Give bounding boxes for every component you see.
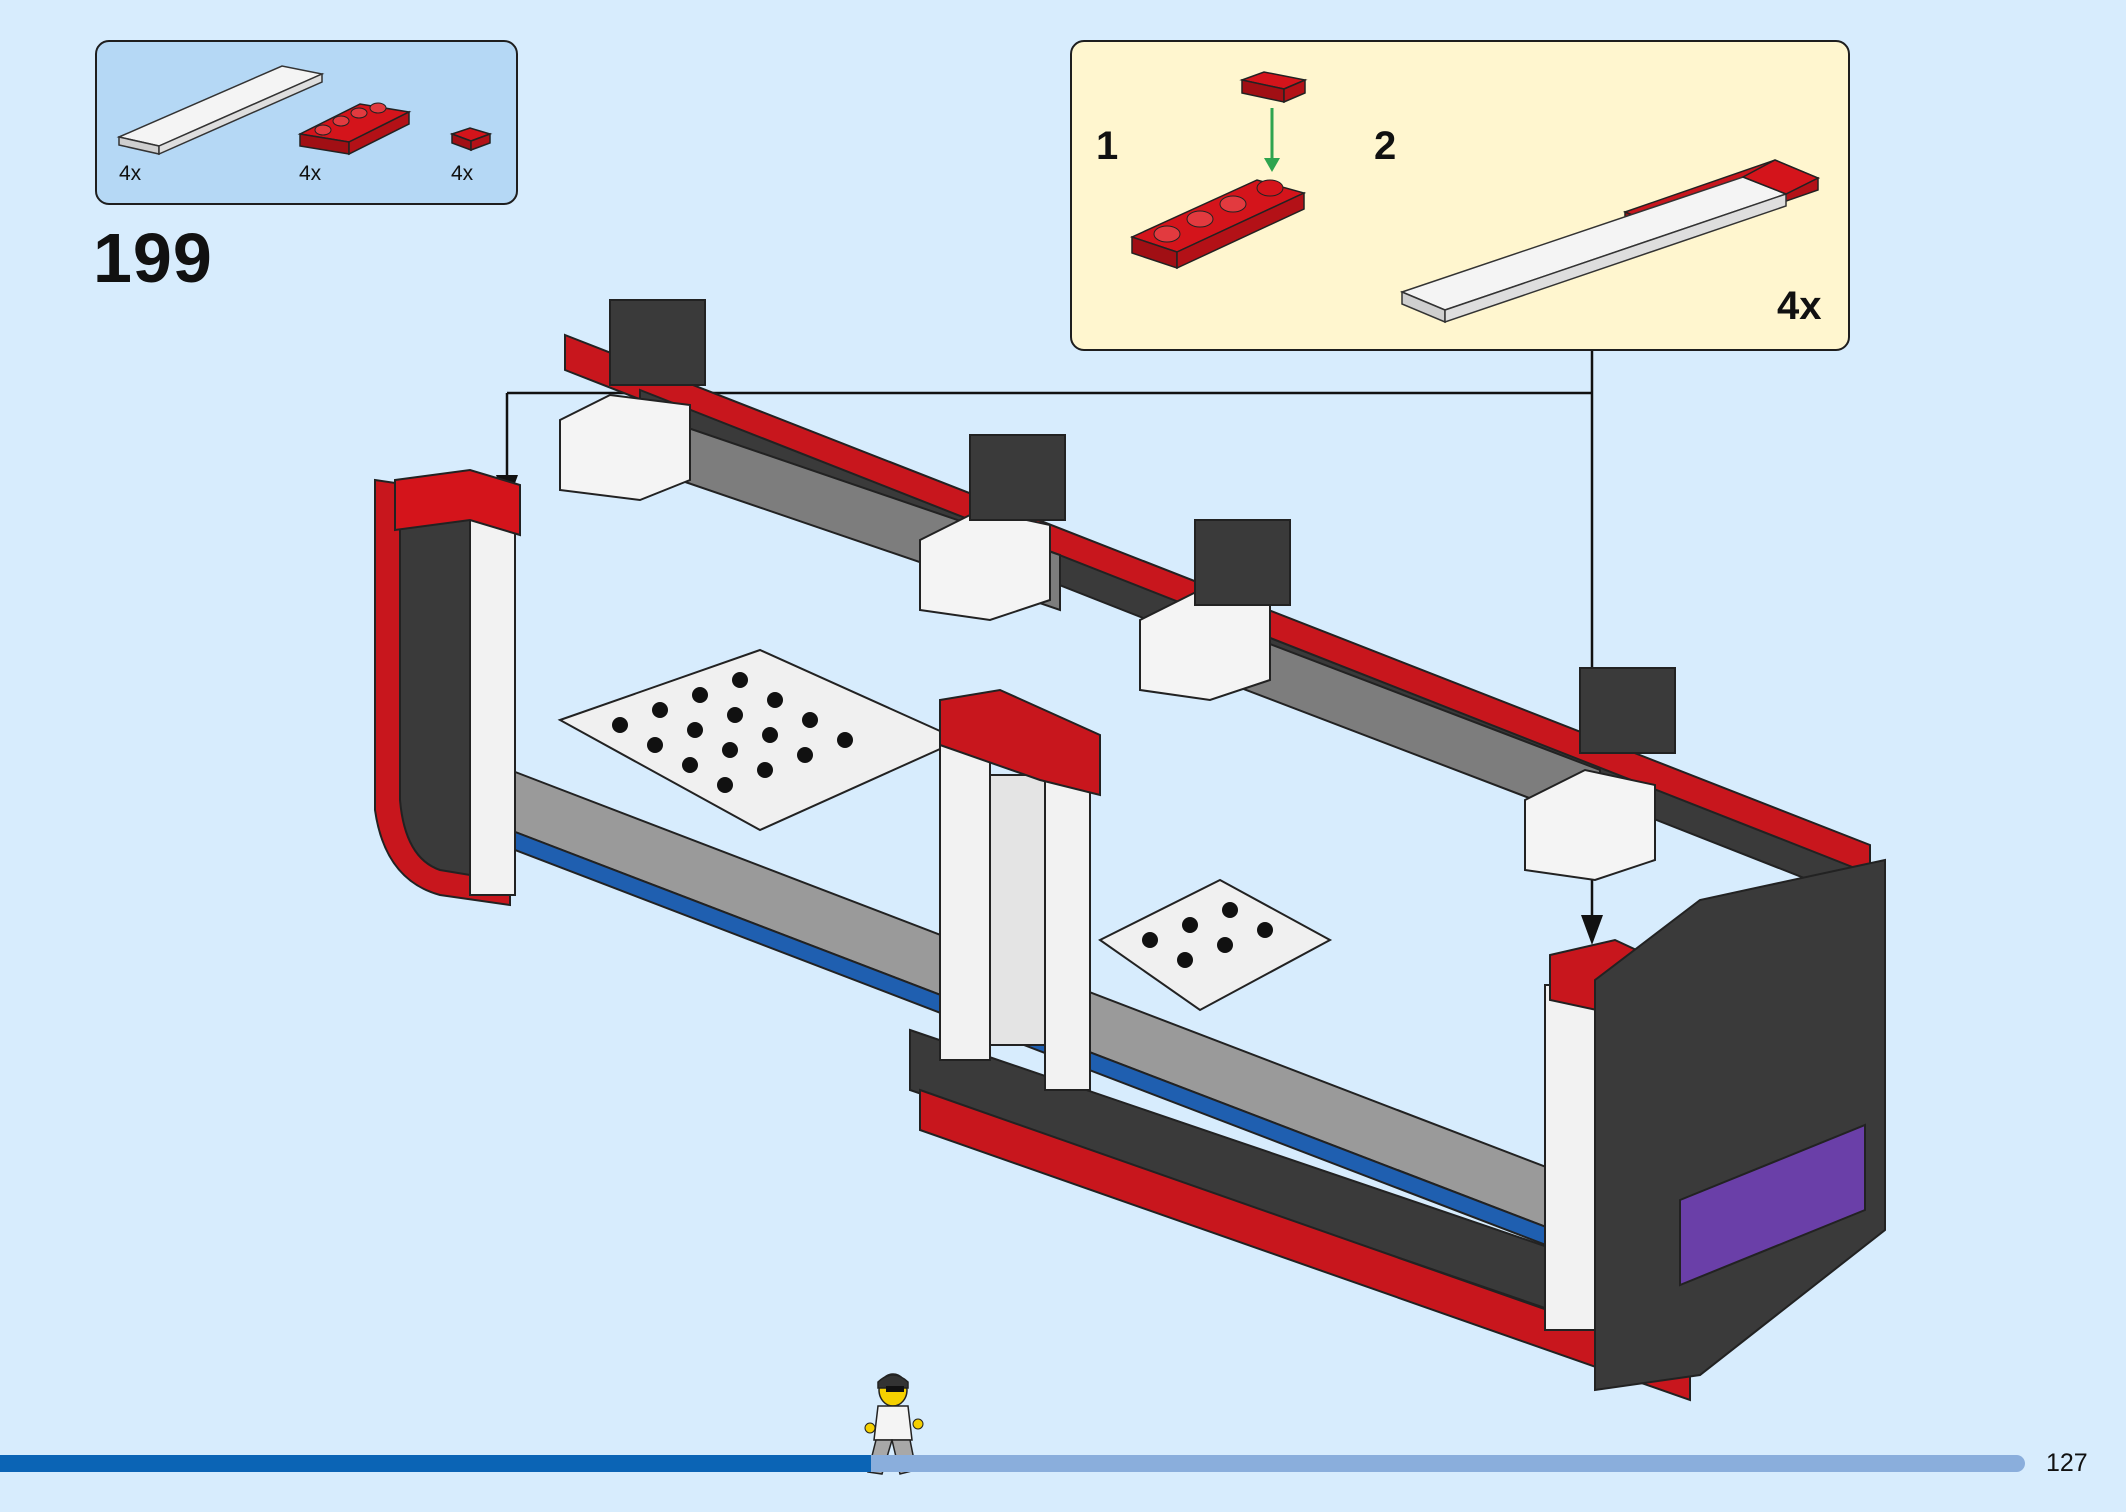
white-red-assembly xyxy=(1399,159,1821,324)
red-tile-part xyxy=(449,127,493,152)
white-stud-floor xyxy=(557,648,1333,1012)
bus-right-end xyxy=(1544,858,1886,1392)
parts-illustration xyxy=(116,65,493,156)
page-number: 127 xyxy=(2046,1449,2088,1477)
sub-assembly-callout: 1 2 4x xyxy=(1070,40,1850,351)
progress-bar-fill xyxy=(0,1455,871,1472)
bus-middle-pillar xyxy=(939,688,1101,1091)
bus-front-frame xyxy=(509,768,1691,1402)
white-tile-part xyxy=(116,65,325,156)
bus-left-end xyxy=(374,468,521,907)
part-quantity: 4x xyxy=(299,162,322,185)
sub-step-number: 2 xyxy=(1374,124,1397,168)
red-tile-placement xyxy=(1239,71,1308,104)
placement-arrow xyxy=(1264,108,1280,172)
sub-assembly-illustration xyxy=(1129,71,1821,324)
progress-bar xyxy=(0,1455,2025,1472)
sub-assembly-multiplier: 4x xyxy=(1777,284,1822,328)
part-quantity: 4x xyxy=(451,162,474,185)
sub-step-number: 1 xyxy=(1096,124,1119,168)
bus-seat-blocks xyxy=(559,299,1676,882)
part-quantity: 4x xyxy=(119,162,142,185)
placement-arrow-right xyxy=(1581,915,1603,945)
parts-list-box: 4x 4x 4x xyxy=(95,40,518,205)
red-plate-part xyxy=(297,102,412,156)
red-plate-assembly xyxy=(1129,179,1307,270)
step-number: 199 xyxy=(93,219,213,297)
